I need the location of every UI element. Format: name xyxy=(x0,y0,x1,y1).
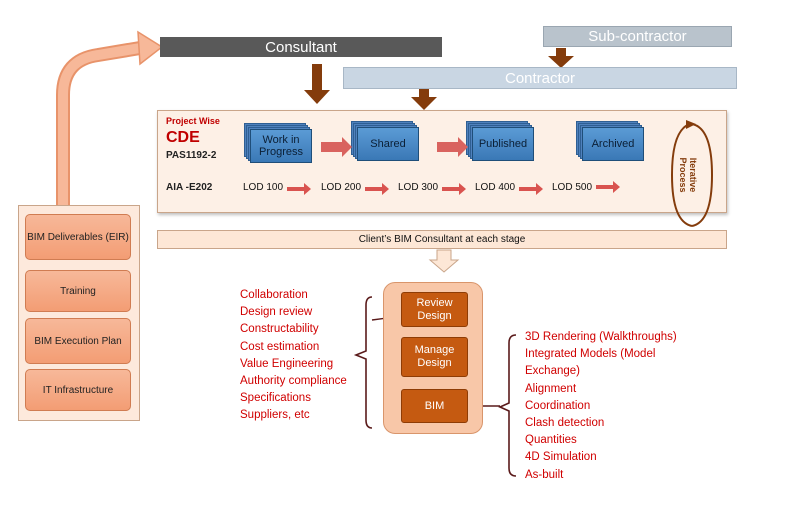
lod-arrow xyxy=(287,183,311,195)
left-bracket xyxy=(353,296,373,429)
left-item-bim-execution-plan: BIM Execution Plan xyxy=(25,318,131,364)
manage-design-box: Manage Design xyxy=(401,337,468,377)
stage-label: Work in Progress xyxy=(250,129,312,163)
list-item: Exchange) xyxy=(525,365,580,378)
stage-label: Archived xyxy=(582,127,644,161)
lod-label: LOD 300 xyxy=(398,182,439,193)
right-bracket xyxy=(498,334,517,477)
left-item-training: Training xyxy=(25,270,131,312)
left-item-it-infrastructure: IT Infrastructure xyxy=(25,369,131,411)
stage-label: Shared xyxy=(357,127,419,161)
list-item: Clash detection xyxy=(525,417,605,430)
iterative-process-loop xyxy=(670,120,714,227)
client-bim-consultant-bar: Client’s BIM Consultant at each stage xyxy=(157,230,727,249)
list-item: Specifications xyxy=(240,392,311,405)
lod-label: LOD 400 xyxy=(475,182,516,193)
list-item: Authority compliance xyxy=(240,375,347,388)
subcontractor-bar: Sub-contractor xyxy=(543,26,732,47)
stage-archived: Archived xyxy=(576,121,644,161)
stage-label: Published xyxy=(472,127,534,161)
list-item: Design review xyxy=(240,306,313,319)
pas-label: PAS1192-2 xyxy=(166,150,217,161)
lod-arrow xyxy=(596,181,620,193)
consultant-bar: Consultant xyxy=(160,37,442,57)
list-item: Coordination xyxy=(525,399,591,412)
list-item: Constructability xyxy=(240,323,319,336)
list-item: Collaboration xyxy=(240,289,308,301)
list-item: 4D Simulation xyxy=(525,451,597,464)
review-design-box: Review Design xyxy=(401,292,468,327)
aia-label: AIA -E202 xyxy=(166,182,213,193)
list-item: Integrated Models (Model xyxy=(525,348,656,361)
stage-published: Published xyxy=(466,121,534,161)
list-item: Cost estimation xyxy=(240,340,320,353)
left-item-bim-deliverables: BIM Deliverables (EIR) xyxy=(25,214,131,260)
lod-label: LOD 100 xyxy=(243,182,284,193)
list-item: Quantities xyxy=(525,434,577,447)
bim-list: 3D Rendering (Walkthroughs) Integrated M… xyxy=(525,329,677,484)
stage-shared: Shared xyxy=(351,121,419,161)
project-wise-label: Project Wise xyxy=(166,116,220,126)
lod-arrow xyxy=(519,183,543,195)
bim-box: BIM xyxy=(401,389,468,423)
list-item: Alignment xyxy=(525,382,577,395)
lod-arrow xyxy=(365,183,389,195)
list-item: As-built xyxy=(525,468,564,481)
lod-label: LOD 500 xyxy=(552,182,593,193)
review-design-list: Collaboration Design review Constructabi… xyxy=(240,287,347,425)
stage-arrow xyxy=(321,137,352,157)
down-arrow-consultant xyxy=(304,64,330,104)
cde-label: CDE xyxy=(166,129,200,146)
contractor-bar: Contractor xyxy=(343,67,737,89)
list-item: Suppliers, etc xyxy=(240,409,310,422)
down-arrow-client xyxy=(428,249,460,273)
lod-arrow xyxy=(442,183,466,195)
stage-arrow xyxy=(437,137,468,157)
down-arrow-subcontractor xyxy=(548,48,574,68)
list-item: 3D Rendering (Walkthroughs) xyxy=(525,331,677,343)
list-item: Value Engineering xyxy=(240,357,334,370)
stage-work-in-progress: Work in Progress xyxy=(244,123,312,163)
iterative-process-label: Iterative Process xyxy=(678,157,698,193)
down-arrow-contractor xyxy=(411,89,437,110)
lod-label: LOD 200 xyxy=(321,182,362,193)
